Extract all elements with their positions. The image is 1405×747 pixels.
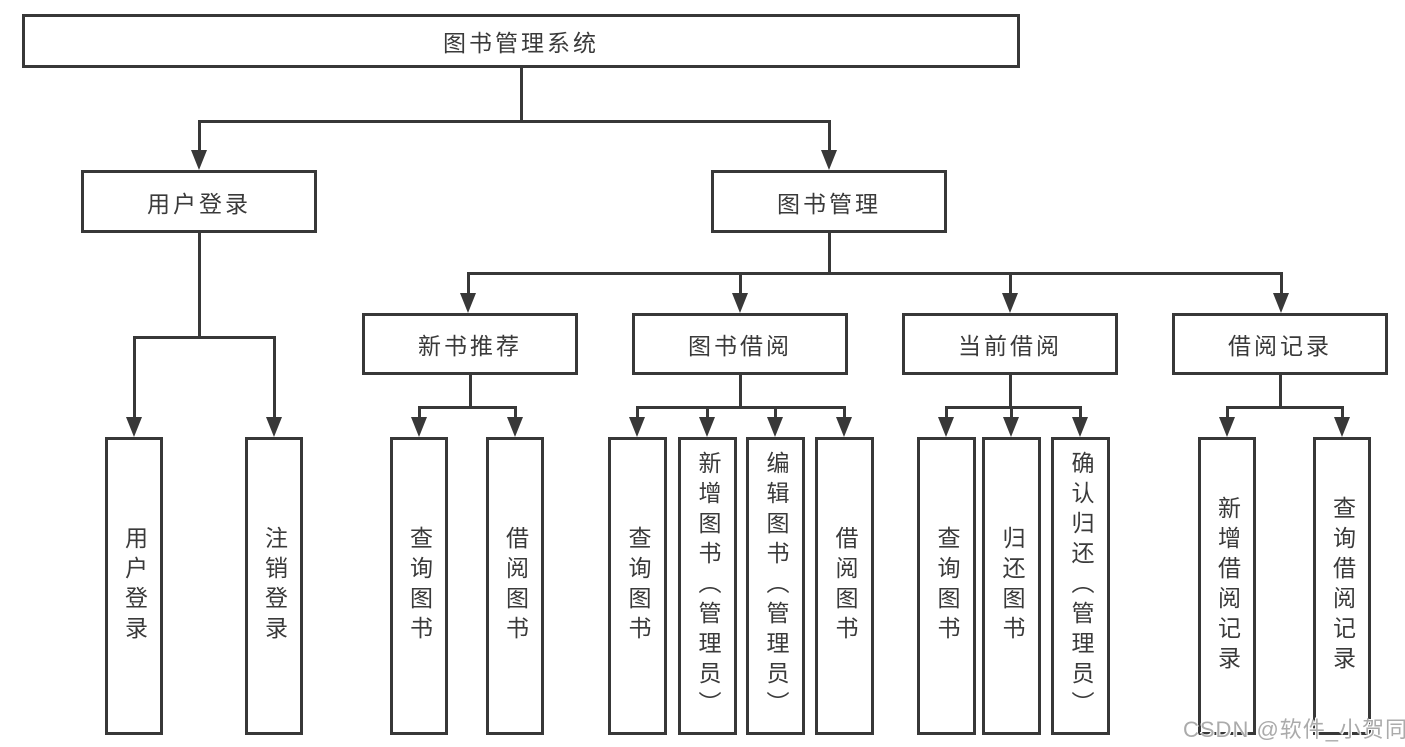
connector-book-mgmt-bus [466,272,1283,275]
node-newbooks-borrow: 借阅图书 [486,437,544,735]
node-records-add: 新增借阅记录 [1198,437,1256,735]
arrowhead-down [266,417,282,437]
arrowhead-down [732,293,748,313]
connector-book-borrow-bus [635,406,846,409]
node-current-confirm-return: 确认归还（管理员） [1051,437,1110,735]
connector-new-books-stem [468,374,472,409]
arrowhead-down [629,417,645,437]
arrowhead-down [767,417,783,437]
arrowhead-down [1003,417,1019,437]
connector-drop [635,406,639,422]
connector-drop [944,406,948,422]
arrowhead-down [1002,293,1018,313]
node-borrow-borrow-book: 借阅图书 [815,437,874,735]
connector-borrow-records-bus [1225,406,1344,409]
node-newbooks-query: 查询图书 [390,437,448,735]
connector-drop [132,336,136,422]
arrowhead-down [191,150,207,170]
node-current-query: 查询图书 [917,437,976,735]
connector-drop [1225,406,1229,422]
connector-drop [1009,406,1013,422]
node-new-books: 新书推荐 [362,313,578,375]
arrowhead-down [699,417,715,437]
connector-new-books-bus [417,406,517,409]
connector-user-login-stem [197,232,201,339]
connector-drop [773,406,777,422]
connector-book-mgmt-stem [827,232,831,275]
csdn-watermark: CSDN @软件_小贺同学 [1183,717,1405,742]
arrowhead-down [1072,417,1088,437]
node-borrow-edit-book: 编辑图书（管理员） [746,437,805,735]
arrowhead-down [1219,417,1235,437]
connector-drop [842,406,846,422]
connector-drop [738,272,742,298]
node-logout-action: 注销登录 [245,437,303,735]
arrowhead-down [836,417,852,437]
arrowhead-down [126,417,142,437]
node-borrow-query: 查询图书 [608,437,667,735]
node-book-borrow: 图书借阅 [632,313,848,375]
connector-drop [1078,406,1082,422]
connector-drop [1008,272,1012,298]
connector-user-login-bus [132,336,276,339]
arrowhead-down [1273,293,1289,313]
connector-drop [1340,406,1344,422]
connector-current-borrow-bus [944,406,1082,409]
arrowhead-down [460,293,476,313]
connector-current-borrow-stem [1008,374,1012,409]
arrowhead-down [411,417,427,437]
connector-drop [1279,272,1283,298]
arrowhead-down [507,417,523,437]
node-current-borrow: 当前借阅 [902,313,1118,375]
node-root: 图书管理系统 [22,14,1020,68]
node-user-login-action: 用户登录 [105,437,163,735]
connector-drop [417,406,421,422]
node-user-login: 用户登录 [81,170,317,233]
connector-drop [513,406,517,422]
connector-drop [466,272,470,298]
connector-user-login-drop [197,120,201,155]
connector-book-borrow-stem [738,374,742,409]
node-book-mgmt: 图书管理 [711,170,947,233]
connector-drop [272,336,276,422]
node-borrow-records: 借阅记录 [1172,313,1388,375]
connector-borrow-records-stem [1278,374,1282,409]
node-current-return: 归还图书 [982,437,1041,735]
node-records-query: 查询借阅记录 [1313,437,1371,735]
arrowhead-down [938,417,954,437]
arrowhead-down [821,150,837,170]
connector-drop [705,406,709,422]
arrowhead-down [1334,417,1350,437]
connector-root-stem [519,67,523,123]
connector-root-bus [197,120,831,123]
connector-book-mgmt-drop [827,120,831,155]
node-borrow-add-book: 新增图书（管理员） [678,437,737,735]
